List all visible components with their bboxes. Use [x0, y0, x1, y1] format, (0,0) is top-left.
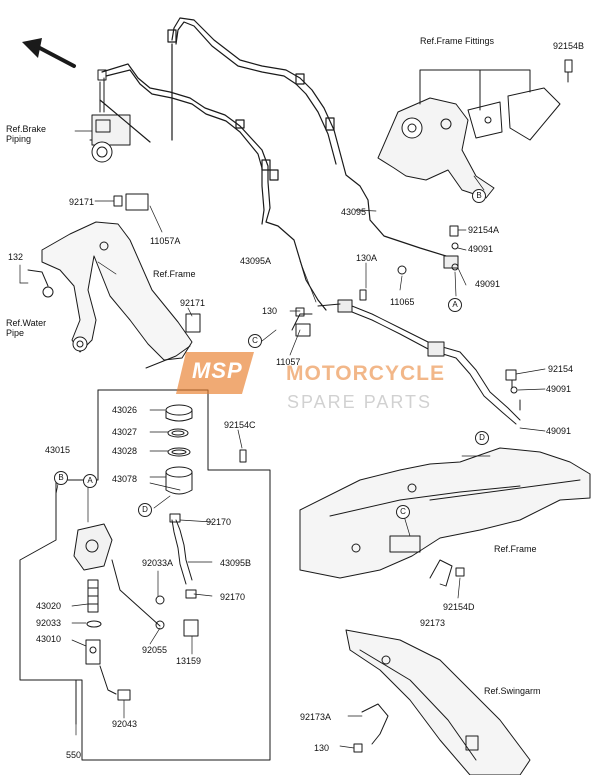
part-label-92154b: 92154B: [553, 41, 585, 51]
ref-swingarm-label: Ref.Swingarm: [484, 686, 541, 696]
part-label-92033: 92033: [36, 618, 62, 628]
part-label-92154: 92154: [548, 364, 574, 374]
abs-unit: [89, 69, 131, 163]
leader-lines: [19, 130, 546, 749]
part-label-43095: 43095: [341, 207, 367, 217]
part-label-49091-d: 49091: [546, 426, 572, 436]
fitting-stack-upper: [449, 225, 459, 271]
watermark-line1: MOTORCYCLE: [286, 362, 445, 385]
part-label-43027: 43027: [112, 427, 138, 437]
part-label-43095a: 43095A: [240, 256, 272, 266]
part-label-43078: 43078: [112, 474, 138, 484]
part-label-92055: 92055: [142, 645, 168, 655]
reservoir-parts: [155, 404, 247, 637]
ref-frame-lower-label: Ref.Frame: [494, 544, 537, 554]
part-label-92154a: 92154A: [468, 225, 500, 235]
callout-a-fitting: A: [448, 298, 462, 312]
front-direction-arrow-icon: [22, 38, 76, 68]
brake-pedal-assembly: [27, 193, 201, 369]
part-label-132: 132: [8, 252, 24, 262]
callout-a-cylinder: A: [83, 474, 97, 488]
part-label-11057a: 11057A: [150, 236, 181, 246]
part-label-43020: 43020: [36, 601, 62, 611]
part-label-92171-mid: 92171: [180, 298, 206, 308]
part-label-92171-top: 92171: [69, 197, 95, 207]
part-label-43028: 43028: [112, 446, 138, 456]
ref-frame-fittings-label: Ref.Frame Fittings: [420, 36, 495, 46]
part-label-92170-a: 92170: [206, 517, 232, 527]
junction-block: [291, 255, 521, 425]
watermark-line2: SPARE PARTS: [287, 392, 433, 412]
part-label-92170-b: 92170: [220, 592, 246, 602]
watermark-logo-icon: [176, 352, 254, 394]
watermark-logo-text: MSP: [192, 358, 243, 383]
part-label-550: 550: [66, 750, 82, 760]
part-label-49091-a: 49091: [468, 244, 494, 254]
part-label-43010: 43010: [36, 634, 62, 644]
part-label-43026: 43026: [112, 405, 138, 415]
swingarm: [345, 629, 531, 775]
part-label-43095b: 43095B: [220, 558, 252, 568]
part-label-92154d: 92154D: [443, 602, 475, 612]
part-label-130a: 130A: [356, 253, 378, 263]
lower-frame: [299, 447, 591, 587]
part-label-92173a: 92173A: [300, 712, 332, 722]
part-label-43015: 43015: [45, 445, 71, 455]
part-label-13159: 13159: [176, 656, 202, 666]
callout-b-frame-fittings: B: [472, 189, 486, 203]
part-label-92154c: 92154C: [224, 420, 256, 430]
callout-c-junction: C: [248, 334, 262, 348]
callout-d-reservoir: D: [138, 503, 152, 517]
ref-brake-piping-label: Ref.Brake Piping: [6, 124, 47, 144]
part-label-92043: 92043: [112, 719, 138, 729]
ref-frame-upper-label: Ref.Frame: [153, 269, 196, 279]
callout-b-cylinder: B: [54, 471, 68, 485]
part-label-130-bottom: 130: [314, 743, 330, 753]
part-label-11057: 11057: [276, 357, 301, 367]
part-label-11065: 11065: [390, 297, 415, 307]
fitting-stack-lower: [505, 369, 521, 411]
part-label-92033a: 92033A: [142, 558, 174, 568]
callout-d-frame: D: [475, 431, 489, 445]
part-label-92173: 92173: [420, 618, 446, 628]
callout-c-frame: C: [396, 505, 410, 519]
brake-pipe-upper: [99, 17, 447, 311]
frame-fittings-bracket: [377, 59, 573, 199]
ref-water-pipe-label: Ref.Water Pipe: [6, 318, 47, 338]
part-label-49091-c: 49091: [546, 384, 572, 394]
part-label-49091-b: 49091: [475, 279, 501, 289]
master-cylinder: [73, 523, 161, 725]
part-label-130-mid: 130: [262, 306, 278, 316]
